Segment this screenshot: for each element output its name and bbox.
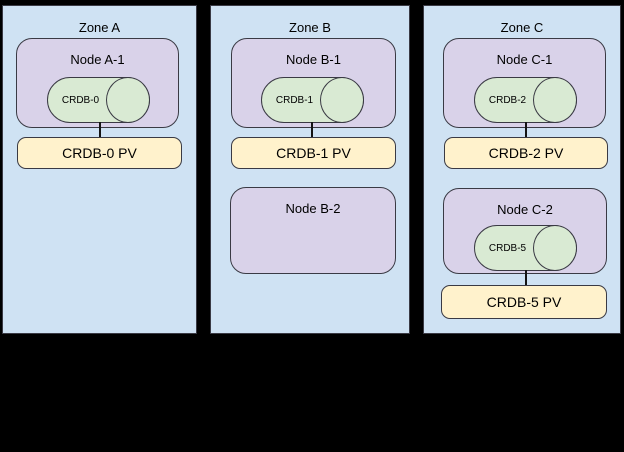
node-b-2: Node B-2 xyxy=(230,187,396,274)
crdb-5-cylinder-label: CRDB-5 xyxy=(488,242,527,254)
crdb-5-pv: CRDB-5 PV xyxy=(441,285,607,319)
node-a-1-label: Node A-1 xyxy=(70,52,125,67)
node-c-1-label: Node C-1 xyxy=(496,52,553,67)
connector-node-b1-to-pv xyxy=(311,122,313,138)
zone-b: Zone B Node B-1 CRDB-1 CRDB-1 PV Node B-… xyxy=(210,5,410,334)
connector-node-c2-to-pv xyxy=(525,270,527,286)
zone-c: Zone C Node C-1 CRDB-2 CRDB-2 PV Node C-… xyxy=(423,5,621,334)
zone-c-label: Zone C xyxy=(500,20,544,35)
crdb-2-cylinder: CRDB-2 xyxy=(474,76,578,123)
node-b-2-label: Node B-2 xyxy=(285,201,341,216)
crdb-0-cylinder-label: CRDB-0 xyxy=(61,94,100,106)
crdb-0-pv: CRDB-0 PV xyxy=(17,137,182,169)
crdb-2-pv-label: CRDB-2 PV xyxy=(488,145,564,161)
cylinder-cap xyxy=(106,76,151,123)
crdb-2-cylinder-label: CRDB-2 xyxy=(488,94,527,106)
zone-b-label: Zone B xyxy=(289,20,331,35)
crdb-0-pv-label: CRDB-0 PV xyxy=(62,145,137,161)
crdb-1-cylinder-label: CRDB-1 xyxy=(275,94,314,106)
node-a-1: Node A-1 CRDB-0 xyxy=(16,38,179,128)
node-b-1-label: Node B-1 xyxy=(286,52,341,67)
node-c-2: Node C-2 CRDB-5 xyxy=(443,188,607,274)
crdb-5-cylinder: CRDB-5 xyxy=(474,224,578,271)
crdb-1-pv-label: CRDB-1 PV xyxy=(276,145,351,161)
connector-node-c1-to-pv xyxy=(525,122,527,138)
crdb-1-pv: CRDB-1 PV xyxy=(231,137,396,169)
cylinder-cap xyxy=(533,76,578,123)
node-c-2-label: Node C-2 xyxy=(497,202,553,217)
crdb-2-pv: CRDB-2 PV xyxy=(444,137,608,169)
cylinder-cap xyxy=(533,224,578,271)
zone-a: Zone A Node A-1 CRDB-0 CRDB-0 PV xyxy=(2,5,197,334)
node-b-1: Node B-1 CRDB-1 xyxy=(231,38,396,128)
connector-node-a1-to-pv xyxy=(99,122,101,138)
node-c-1: Node C-1 CRDB-2 xyxy=(443,38,606,128)
crdb-0-cylinder: CRDB-0 xyxy=(47,76,151,123)
cylinder-cap xyxy=(320,76,365,123)
zone-a-label: Zone A xyxy=(78,20,121,35)
crdb-5-pv-label: CRDB-5 PV xyxy=(486,294,562,310)
crdb-1-cylinder: CRDB-1 xyxy=(261,76,365,123)
